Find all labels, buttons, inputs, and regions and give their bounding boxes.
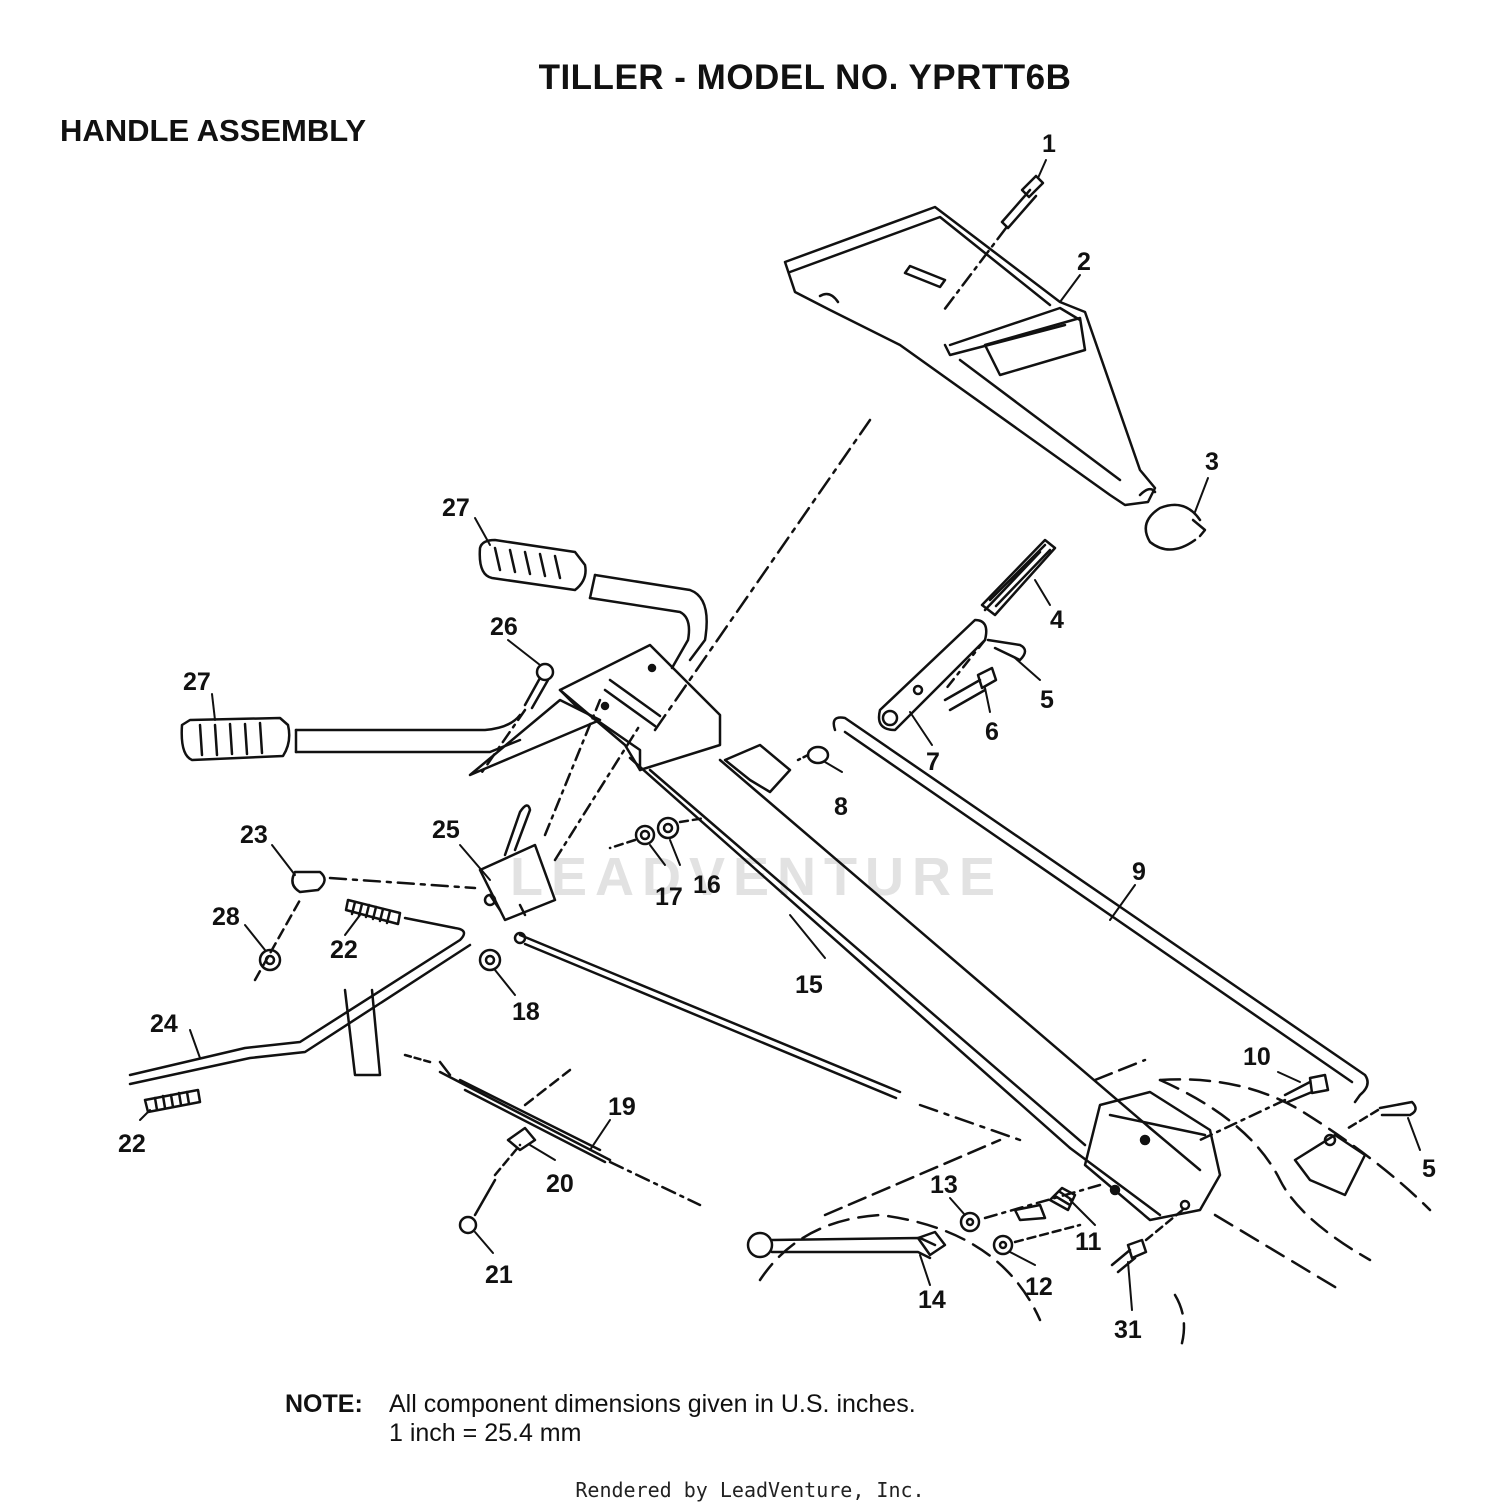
part-27-grip-upper [478,538,587,592]
part-24-control-rod [128,916,472,1086]
callout-6: 6 [985,718,999,746]
part-18-nut [478,948,502,972]
callout-24: 24 [150,1010,178,1038]
footer-credit: Rendered by LeadVenture, Inc. [575,1478,925,1502]
callout-31: 31 [1114,1316,1142,1344]
part-11-knob [1013,1186,1077,1222]
note-label: NOTE: [285,1390,363,1418]
handle-bar-lower [294,713,522,754]
part-5-hairpin-upper [943,638,1027,692]
section-title: HANDLE ASSEMBLY [60,113,367,148]
leader-dash-2 [653,418,872,732]
part-12-nut [992,1223,1082,1256]
callout-26: 26 [490,613,518,641]
part-3-retaining-ring [1144,503,1207,551]
part-21-screw [458,1143,522,1235]
part-6-bolt [943,666,998,712]
callout-28: 28 [212,903,240,931]
callout-22-lower: 22 [118,1130,146,1158]
tube-bracket [723,743,792,794]
phantom-line-c [918,1103,1022,1142]
linkage-bracket [1293,1133,1367,1197]
callout-25: 25 [432,816,460,844]
part-14-shift-lever [746,1230,947,1260]
part-10-bolt [1198,1073,1330,1142]
part-16-washer [656,816,680,840]
callout-13: 13 [930,1171,958,1199]
part-4-lever-grip [980,538,1057,617]
callout-21: 21 [485,1261,513,1289]
callout-9: 9 [1132,858,1146,886]
callout-4: 4 [1050,606,1064,634]
callout-12: 12 [1025,1273,1053,1301]
part-17-nut [608,816,707,850]
part-1-screw [942,174,1045,312]
part-28-nut [253,898,302,982]
callout-16: 16 [693,871,721,899]
callout-27-lower: 27 [183,668,211,696]
part-20-clip [506,1068,572,1152]
diagram-title: TILLER - MODEL NO. YPRTT6B [538,58,1072,97]
part-26-screw [468,662,602,777]
note-block: NOTE: All component dimensions given in U… [285,1390,916,1448]
callout-3: 3 [1205,448,1219,476]
callout-18: 18 [512,998,540,1026]
callout-20: 20 [546,1170,574,1198]
part-7-lever [877,618,988,732]
callout-19: 19 [608,1093,636,1121]
callout-8: 8 [834,793,848,821]
handle-bar-upper [588,573,708,670]
part-2-handle-panel [783,205,1157,507]
callout-15: 15 [795,971,823,999]
part-31-bolt [1110,1206,1187,1274]
part-13-washer [959,1183,1102,1233]
callout-1: 1 [1042,130,1056,158]
phantom-line-b [823,1138,1002,1217]
part-15-handle-tube [628,756,1202,1217]
note-text: All component dimensions given in U.S. i… [389,1390,916,1448]
part-27-grip-lower [180,716,291,762]
callout-14: 14 [918,1286,946,1314]
callout-11: 11 [1075,1228,1102,1256]
part-19-cable [403,931,902,1207]
callout-27-upper: 27 [442,494,470,522]
handle-bracket [558,643,722,772]
callout-17: 17 [655,883,683,911]
part-8-bushing [796,745,830,765]
part-23-clip [291,870,477,894]
part-5-hairpin-lower [1343,1100,1417,1132]
callouts: 1 2 3 4 5 5 6 7 8 9 10 11 12 13 14 15 16… [118,130,1436,1344]
callout-7: 7 [926,748,940,776]
note-line-1: All component dimensions given in U.S. i… [389,1390,916,1418]
callout-23: 23 [240,821,268,849]
part-25-bracket [478,804,557,922]
part-22-spring-lower [143,1088,202,1114]
leader-lines [139,159,1421,1311]
engine-outline-phantom [758,1078,1432,1352]
phantom-line-a [1093,1058,1147,1082]
callout-2: 2 [1077,248,1091,276]
watermark-text: LEADVENTURE [510,847,1003,907]
note-line-2: 1 inch = 25.4 mm [389,1419,582,1447]
callout-5-upper: 5 [1040,686,1054,714]
leader-dash-b [553,723,642,862]
part-22-spring-upper [344,898,402,926]
callout-10: 10 [1243,1043,1271,1071]
lower-mount-bracket [1083,1090,1222,1222]
callout-22-upper: 22 [330,936,358,964]
leader-dash-a [543,698,602,837]
callout-5-lower: 5 [1422,1155,1436,1183]
part-9-rod [832,716,1369,1104]
